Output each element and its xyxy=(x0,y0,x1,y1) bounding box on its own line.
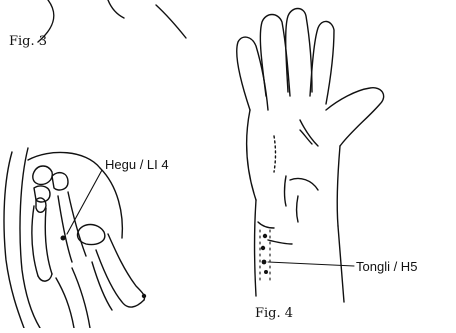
fig4-palm-hand xyxy=(237,9,384,303)
fig3-top-partial-drawing xyxy=(38,0,186,42)
hegu-leader-line xyxy=(67,170,102,234)
fig3-caption: Fig. 3 xyxy=(9,35,47,48)
thumb-nail-mark xyxy=(142,294,146,298)
hegu-point-marker xyxy=(61,170,103,241)
fig3-hand-side-view xyxy=(4,148,146,328)
fig4-caption: Fig. 4 xyxy=(255,307,293,320)
tongli-point-label: Tongli / H5 xyxy=(356,260,417,273)
hegu-point-label: Hegu / LI 4 xyxy=(105,158,169,171)
